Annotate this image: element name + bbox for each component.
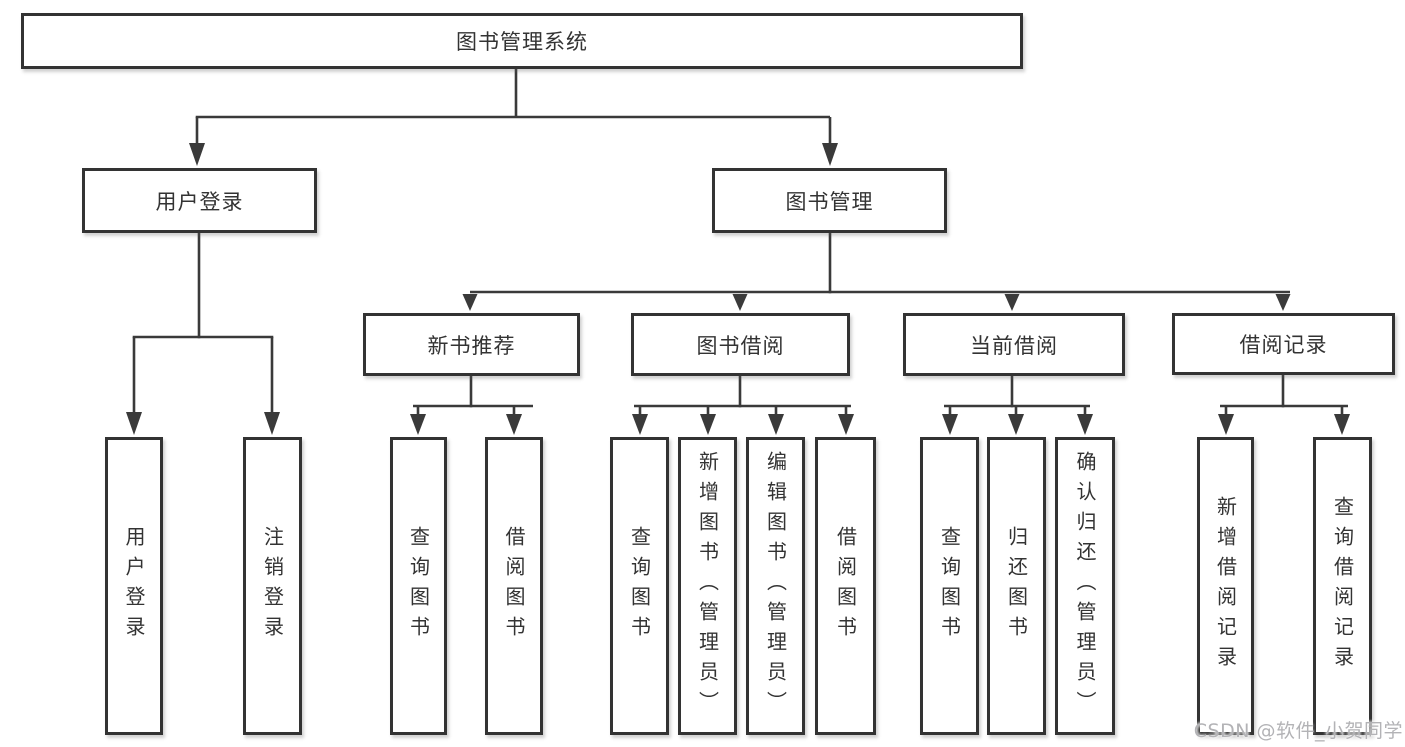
leaf-borrow-books-borrow: 借阅图书 bbox=[815, 437, 876, 735]
node-book-management-label: 图书管理 bbox=[785, 189, 874, 214]
leaf-add-book-admin-label: 新增图书（管理员） bbox=[695, 451, 720, 721]
node-root-label: 图书管理系统 bbox=[456, 30, 588, 54]
node-book-borrowing-label: 图书借阅 bbox=[696, 333, 785, 358]
leaf-edit-book-admin: 编辑图书（管理员） bbox=[746, 437, 805, 735]
leaf-logout-label: 注销登录 bbox=[260, 526, 285, 646]
leaf-query-borrow-record-label: 查询借阅记录 bbox=[1330, 496, 1355, 676]
node-new-book-recommendation: 新书推荐 bbox=[363, 313, 580, 376]
leaf-query-books-borrow: 查询图书 bbox=[610, 437, 669, 735]
leaf-return-book: 归还图书 bbox=[987, 437, 1046, 735]
leaf-add-book-admin: 新增图书（管理员） bbox=[678, 437, 737, 735]
leaf-user-login: 用户登录 bbox=[105, 437, 163, 735]
leaf-confirm-return-admin: 确认归还（管理员） bbox=[1055, 437, 1115, 735]
leaf-add-borrow-record: 新增借阅记录 bbox=[1197, 437, 1254, 735]
leaf-query-books-borrow-label: 查询图书 bbox=[627, 526, 652, 646]
leaf-confirm-return-admin-label: 确认归还（管理员） bbox=[1073, 451, 1097, 721]
node-user-login-label: 用户登录 bbox=[155, 189, 244, 214]
leaf-query-borrow-record: 查询借阅记录 bbox=[1313, 437, 1372, 735]
node-new-book-recommendation-label: 新书推荐 bbox=[427, 333, 516, 358]
leaf-edit-book-admin-label: 编辑图书（管理员） bbox=[763, 451, 788, 721]
leaf-logout: 注销登录 bbox=[243, 437, 302, 735]
leaf-query-books-recommend-label: 查询图书 bbox=[406, 526, 431, 646]
node-root: 图书管理系统 bbox=[21, 13, 1023, 69]
leaf-return-book-label: 归还图书 bbox=[1004, 526, 1029, 646]
leaf-borrow-books-borrow-label: 借阅图书 bbox=[833, 526, 858, 646]
leaf-add-borrow-record-label: 新增借阅记录 bbox=[1213, 496, 1238, 676]
leaf-user-login-label: 用户登录 bbox=[122, 526, 146, 646]
leaf-borrow-books-recommend: 借阅图书 bbox=[485, 437, 543, 735]
leaf-query-books-current: 查询图书 bbox=[920, 437, 979, 735]
node-book-management: 图书管理 bbox=[712, 168, 947, 233]
node-borrowing-records-label: 借阅记录 bbox=[1239, 333, 1328, 357]
node-book-borrowing: 图书借阅 bbox=[631, 313, 850, 376]
node-current-borrowing: 当前借阅 bbox=[903, 313, 1125, 376]
watermark: CSDN @软件_小贺同学 bbox=[1193, 720, 1403, 742]
leaf-query-books-current-label: 查询图书 bbox=[937, 526, 962, 646]
leaf-borrow-books-recommend-label: 借阅图书 bbox=[502, 526, 526, 646]
node-current-borrowing-label: 当前借阅 bbox=[970, 333, 1058, 358]
leaf-query-books-recommend: 查询图书 bbox=[390, 437, 447, 735]
node-borrowing-records: 借阅记录 bbox=[1172, 313, 1395, 375]
node-user-login: 用户登录 bbox=[82, 168, 317, 233]
